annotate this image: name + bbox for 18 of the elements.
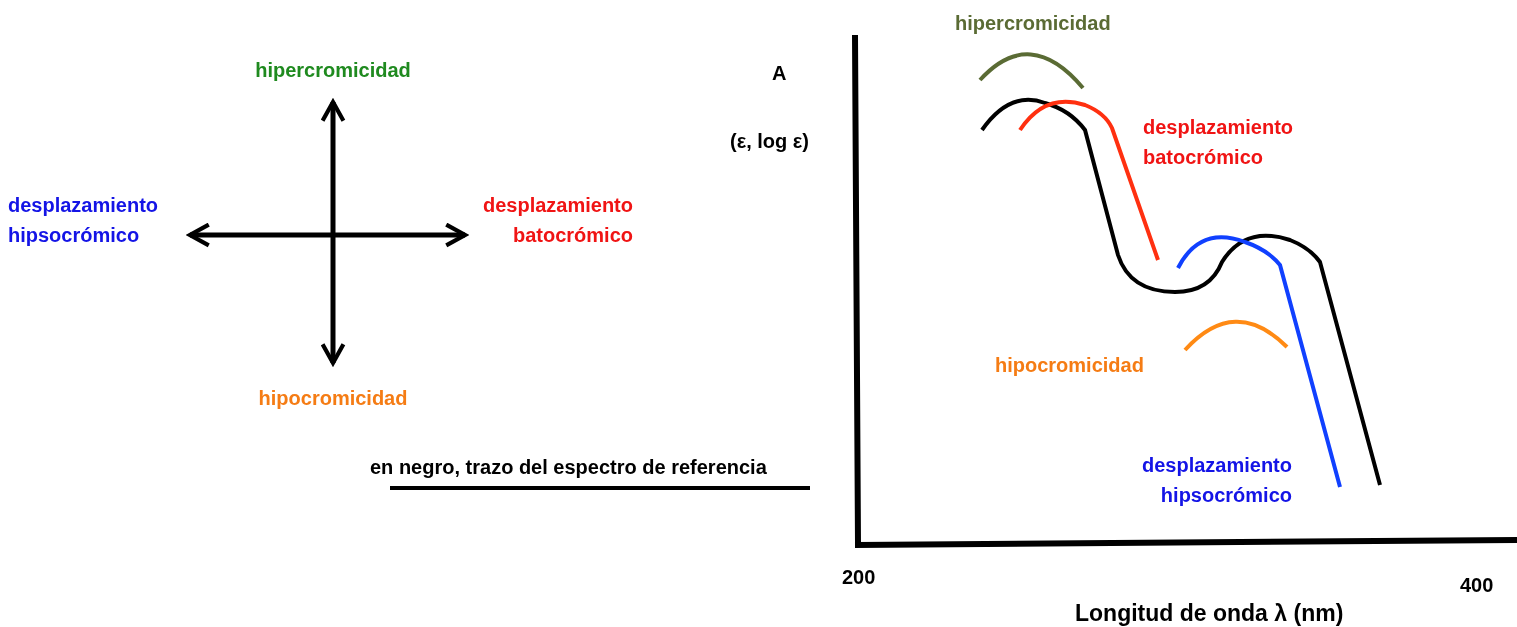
axis-title: Longitud de onda λ (nm) (1075, 599, 1344, 627)
curve-label: desplazamiento hipsocrómico (1140, 453, 1292, 508)
arrow (187, 222, 333, 248)
arrow (333, 222, 468, 248)
effect-label: desplazamiento hipsocrómico (8, 193, 160, 248)
curve-label: hipercromicidad (955, 11, 1111, 36)
effect-label: desplazamiento batocrómico (481, 193, 633, 248)
arrow (320, 99, 346, 235)
tick-label: 200 (842, 565, 876, 590)
effect-label: hipercromicidad (254, 58, 412, 83)
arrow (320, 235, 346, 366)
axis-label: (ε, log ε) (730, 129, 809, 154)
legend-text: en negro, trazo del espectro de referencia (370, 455, 767, 480)
axis-label: A (772, 61, 787, 86)
tick-label: 400 (1460, 573, 1494, 598)
curve-label: hipocromicidad (995, 353, 1144, 378)
curve-label: desplazamiento batocrómico (1143, 115, 1295, 170)
effect-label: hipocromicidad (257, 386, 409, 411)
